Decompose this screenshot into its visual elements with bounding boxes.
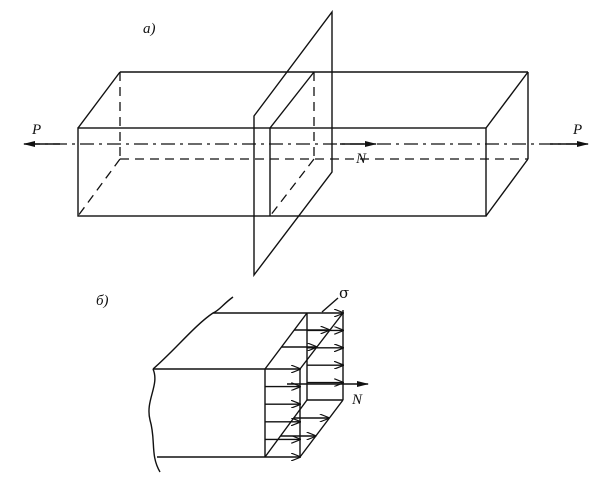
- bar-front-face: [77, 127, 487, 217]
- stress-label: σ: [339, 284, 349, 302]
- section-figure-b: б) σ N: [96, 284, 369, 473]
- stress-leader: [321, 297, 339, 313]
- break-line-left: [148, 368, 161, 473]
- stress-arrows: [265, 313, 343, 457]
- figure-b-label: б): [96, 293, 109, 309]
- resultant-force-label: N: [351, 392, 363, 408]
- break-line-top: [152, 296, 234, 370]
- cutting-plane: [253, 9, 333, 278]
- figure-a-label: a): [143, 21, 156, 37]
- force-label-left: P: [31, 122, 41, 138]
- bar-figure-a: a) P P N: [23, 9, 589, 278]
- internal-force-label: N: [355, 151, 367, 167]
- force-label-right: P: [572, 122, 582, 138]
